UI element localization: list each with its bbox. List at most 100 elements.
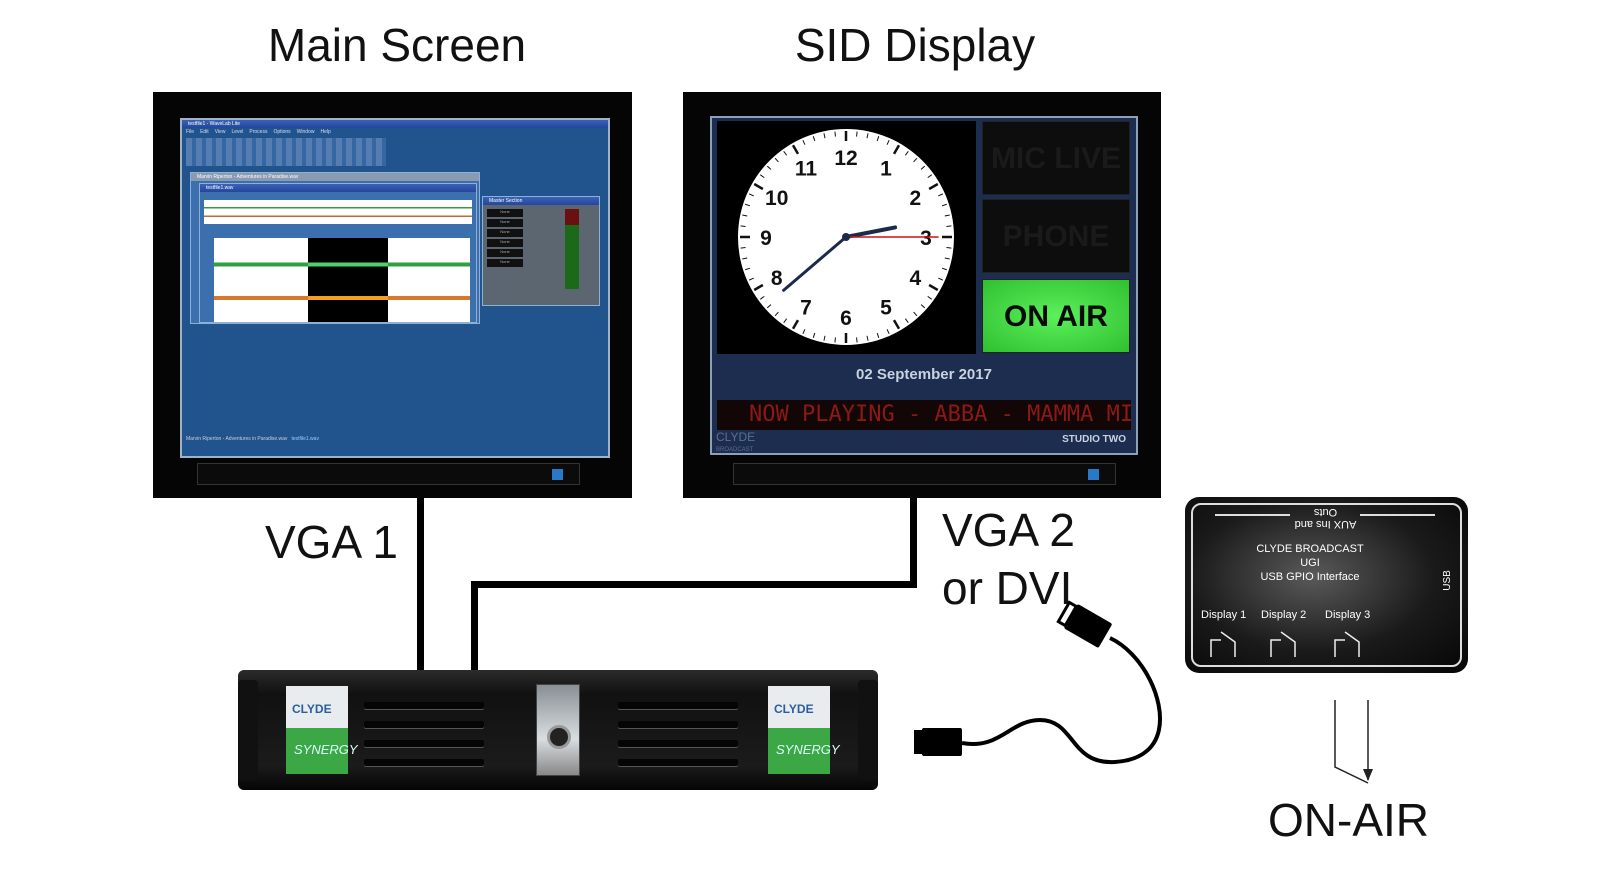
clock-tick — [941, 203, 947, 207]
rack-ear-left — [238, 680, 258, 780]
clock-tick — [745, 267, 751, 271]
front-panel-lock[interactable] — [536, 684, 580, 776]
phone-indicator: PHONE — [982, 199, 1130, 273]
on-air-indicator: ON AIR — [982, 279, 1130, 353]
clock-tick — [766, 304, 772, 309]
display-output-2: Display 2 — [1261, 609, 1307, 621]
vga2-cable-drop — [471, 581, 478, 672]
clock-tick — [783, 150, 788, 156]
clock-tick — [866, 133, 869, 139]
taskbar-item[interactable]: Marvin Riperton - Adventures in Paradise… — [186, 436, 288, 442]
minute-hand — [782, 235, 848, 292]
clock-tick — [759, 295, 765, 300]
clock-number: 7 — [800, 296, 812, 319]
clock-tick — [791, 319, 800, 330]
clock-tick — [742, 257, 748, 260]
clock-tick — [876, 332, 880, 338]
menu-item[interactable]: View — [214, 129, 226, 135]
clock-tick — [913, 157, 918, 163]
menu-item[interactable]: Level — [231, 129, 244, 135]
menu-item[interactable]: Options — [273, 129, 291, 135]
clock-tick — [927, 174, 933, 179]
clock-tick — [928, 182, 939, 191]
clock-tick — [946, 247, 952, 249]
selection-region — [308, 238, 388, 322]
clock-tick — [748, 277, 754, 281]
clock-tick — [802, 329, 806, 335]
sid-display-title: SID Display — [794, 19, 1036, 71]
usb-port-label: USB — [1441, 570, 1453, 591]
plugin-slot[interactable]: None — [487, 249, 523, 257]
clock-number: 3 — [920, 227, 932, 250]
clock-number: 4 — [909, 267, 921, 290]
level-meter — [565, 209, 579, 289]
plugin-slot[interactable]: None — [487, 229, 523, 237]
mic-live-indicator: MIC LIVE — [982, 121, 1130, 195]
clock-tick — [913, 311, 918, 317]
clock-tick — [904, 318, 909, 324]
clock-tick — [834, 131, 836, 137]
clock-tick — [938, 193, 944, 197]
clock-tick — [856, 337, 858, 343]
clock-tick — [886, 139, 890, 145]
clock-tick — [886, 329, 890, 335]
clock-tick — [740, 225, 746, 227]
plugin-slot[interactable]: None — [487, 239, 523, 247]
clock-tick — [802, 139, 806, 145]
toolbar — [186, 138, 386, 166]
doc1-title: Marvin Riperton - Adventures in Paradise… — [191, 173, 479, 181]
led-ticker: NOW PLAYING - ABBA - MAMMA MIA NEXT IN — [717, 400, 1131, 430]
on-air-output-label: ON-AIR — [1268, 794, 1429, 846]
clock-number: 10 — [765, 187, 788, 210]
clock-tick — [938, 277, 944, 281]
clock-tick — [904, 150, 909, 156]
clock-number: 8 — [771, 267, 783, 290]
plugin-slot[interactable]: None — [487, 259, 523, 267]
menu-item[interactable]: Process — [249, 129, 268, 135]
clock-tick — [946, 225, 952, 227]
clock-tick — [823, 335, 826, 341]
clock-tick — [783, 318, 788, 324]
monitor-control-bar — [197, 463, 580, 485]
clock-tick — [774, 311, 779, 317]
display-output-1: Display 1 — [1201, 609, 1247, 621]
clock-number: 6 — [840, 307, 852, 330]
clock-number: 2 — [909, 187, 921, 210]
dvi-label: or DVI — [942, 562, 1073, 614]
taskbar-item[interactable]: testfile1.wav — [291, 436, 319, 442]
main-screen-title: Main Screen — [267, 19, 527, 71]
clock-tick — [745, 203, 751, 207]
menu-item[interactable]: File — [186, 129, 195, 135]
clock-tick — [759, 174, 765, 179]
vga2-cable-horizontal — [471, 581, 917, 588]
display-output-3: Display 3 — [1325, 609, 1371, 621]
date-display: 02 September 2017 — [856, 366, 992, 383]
menu-item[interactable]: Window — [296, 129, 315, 135]
overview-waveform — [204, 200, 472, 224]
hour-hand — [844, 225, 898, 239]
clock-tick — [892, 144, 901, 155]
key-lock-icon — [547, 725, 571, 749]
clock-tick — [823, 133, 826, 139]
plugin-slot[interactable]: None — [487, 209, 523, 217]
monitor-control-bar — [733, 463, 1116, 485]
plugin-slot[interactable]: None — [487, 219, 523, 227]
clock-tick — [944, 214, 950, 217]
vga1-label: VGA 1 — [265, 516, 398, 568]
clock-tick — [812, 136, 816, 142]
clock-tick — [944, 257, 950, 260]
relay-contact-icons — [1210, 631, 1360, 657]
clock-number: 11 — [795, 158, 818, 181]
clock-number: 5 — [880, 296, 892, 319]
clock-tick — [856, 131, 858, 137]
menu-item[interactable]: Help — [320, 129, 331, 135]
menu-item[interactable]: Edit — [200, 129, 209, 135]
